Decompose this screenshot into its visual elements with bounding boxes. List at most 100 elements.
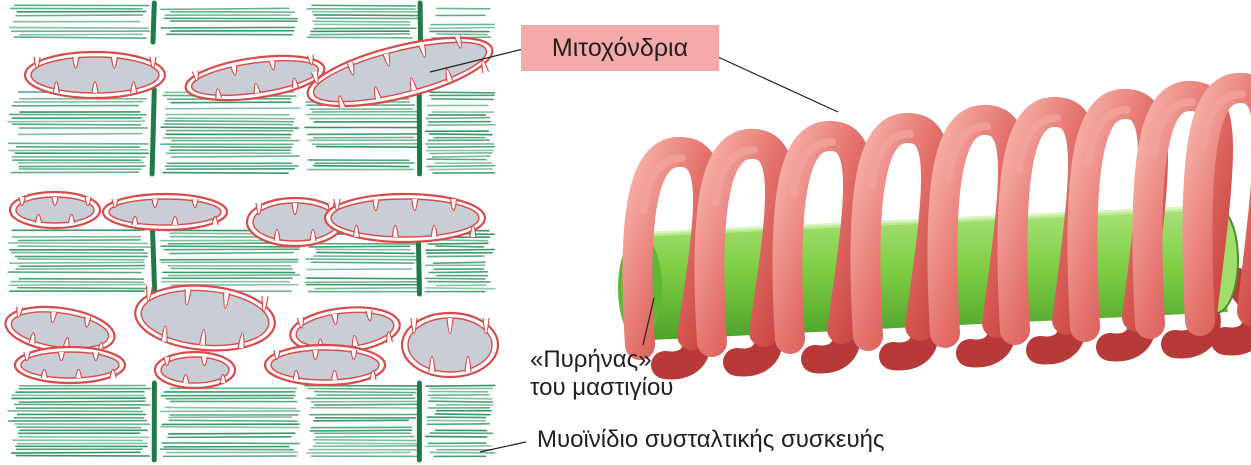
mitochondrion: [15, 347, 125, 383]
leader-line-myofibril: [480, 442, 526, 452]
myofilament: [435, 414, 490, 415]
myofilament: [18, 259, 144, 260]
myofilament: [161, 246, 300, 247]
myofilament: [433, 262, 485, 263]
myofilament: [161, 8, 289, 9]
myofilament: [169, 275, 300, 276]
myofilament: [310, 430, 412, 431]
myofilament: [426, 249, 494, 250]
myofilament: [11, 282, 143, 283]
myofilament: [169, 420, 297, 421]
myofilament: [425, 278, 485, 279]
myofilament: [426, 436, 487, 437]
myofilament: [313, 21, 410, 22]
mitochondrion: [325, 194, 485, 242]
myofilament: [428, 420, 486, 421]
myofilament: [19, 134, 142, 135]
myofilament: [306, 278, 416, 279]
myofilament: [427, 424, 489, 425]
myofilament: [437, 34, 487, 35]
myofilament: [309, 246, 409, 247]
myofilament: [8, 411, 142, 412]
myofilament: [168, 437, 291, 438]
myofilament: [13, 124, 141, 125]
myofilament: [18, 288, 148, 289]
myofilament: [314, 166, 409, 167]
myofilament: [161, 411, 300, 412]
z-line: [153, 3, 154, 42]
myofilament: [316, 443, 418, 444]
myofilament: [16, 15, 142, 16]
myofilament: [18, 246, 149, 247]
myofilament: [312, 5, 415, 6]
myofilament: [166, 108, 300, 109]
mitochondrion: [265, 345, 385, 385]
myofilament: [165, 407, 295, 408]
flagellum-core-label-line1: «Πυρήνας»: [530, 346, 673, 374]
myofilament: [170, 253, 294, 254]
myofilament: [313, 446, 417, 447]
myofilament: [171, 268, 292, 269]
myofilament: [433, 156, 490, 157]
myofilament: [429, 27, 494, 28]
myofilament: [11, 452, 140, 453]
myofilament: [317, 147, 420, 148]
myofilament: [10, 262, 144, 263]
myofilament: [160, 449, 293, 450]
myofilament: [14, 37, 146, 38]
myofilament: [20, 401, 145, 402]
mitochondrion: [25, 52, 165, 98]
mitochondrion: [10, 192, 100, 228]
myofilament: [169, 433, 295, 434]
myofilament: [428, 243, 488, 244]
mitochondria-label: Μιτοχόνδρια: [521, 25, 719, 71]
myofilament: [9, 150, 147, 151]
myofilament: [308, 389, 417, 390]
myofilament: [307, 269, 411, 270]
flagellum-core-label: «Πυρήνας» του μαστιγίου: [530, 346, 673, 402]
myofibril-label-text: Μυοϊνίδιο συσταλτικής συσκευής: [537, 426, 884, 453]
myofilament: [316, 437, 414, 438]
z-line: [152, 228, 154, 294]
myofilament: [315, 288, 420, 289]
myofilament: [172, 156, 299, 157]
myofilament: [314, 15, 419, 16]
myofilament: [166, 398, 293, 399]
myofilament: [426, 118, 489, 119]
mitochondrion: [103, 194, 227, 230]
z-line: [152, 90, 154, 174]
myofilament: [171, 147, 291, 148]
mitochondrion: [155, 352, 235, 388]
myofilament: [19, 240, 141, 241]
myofilament: [428, 395, 488, 396]
myofilament: [436, 246, 483, 247]
myofilament: [426, 385, 495, 386]
leader-line-mitochondria-right: [718, 57, 838, 112]
myofilament: [431, 398, 492, 399]
myofilament: [428, 147, 494, 148]
myofilament: [10, 27, 148, 28]
myofilament: [306, 259, 417, 260]
myofilament: [429, 169, 491, 170]
myofilament: [313, 440, 415, 441]
myofilament: [165, 121, 293, 122]
myofilament: [162, 443, 299, 444]
myofilament: [430, 92, 495, 93]
myofilament: [317, 252, 415, 253]
mitochondrion: [402, 313, 498, 377]
myofilament: [12, 252, 148, 253]
myofilament: [426, 166, 494, 167]
myofilament: [430, 153, 492, 154]
myofilament: [430, 134, 492, 135]
myofilament: [432, 99, 494, 100]
myofilament: [305, 282, 419, 283]
muscle-tissue-panel: [2, 3, 498, 460]
myofilament: [315, 404, 420, 405]
myofilament: [429, 401, 492, 402]
flagellum-core-label-line2: του μαστιγίου: [530, 374, 673, 402]
myofilament: [429, 272, 487, 273]
myofibril-label: Μυοϊνίδιο συσταλτικής συσκευής: [537, 426, 884, 454]
mitochondria-group: [2, 24, 498, 388]
mitochondrion: [183, 48, 327, 107]
myofilament: [9, 284, 145, 285]
